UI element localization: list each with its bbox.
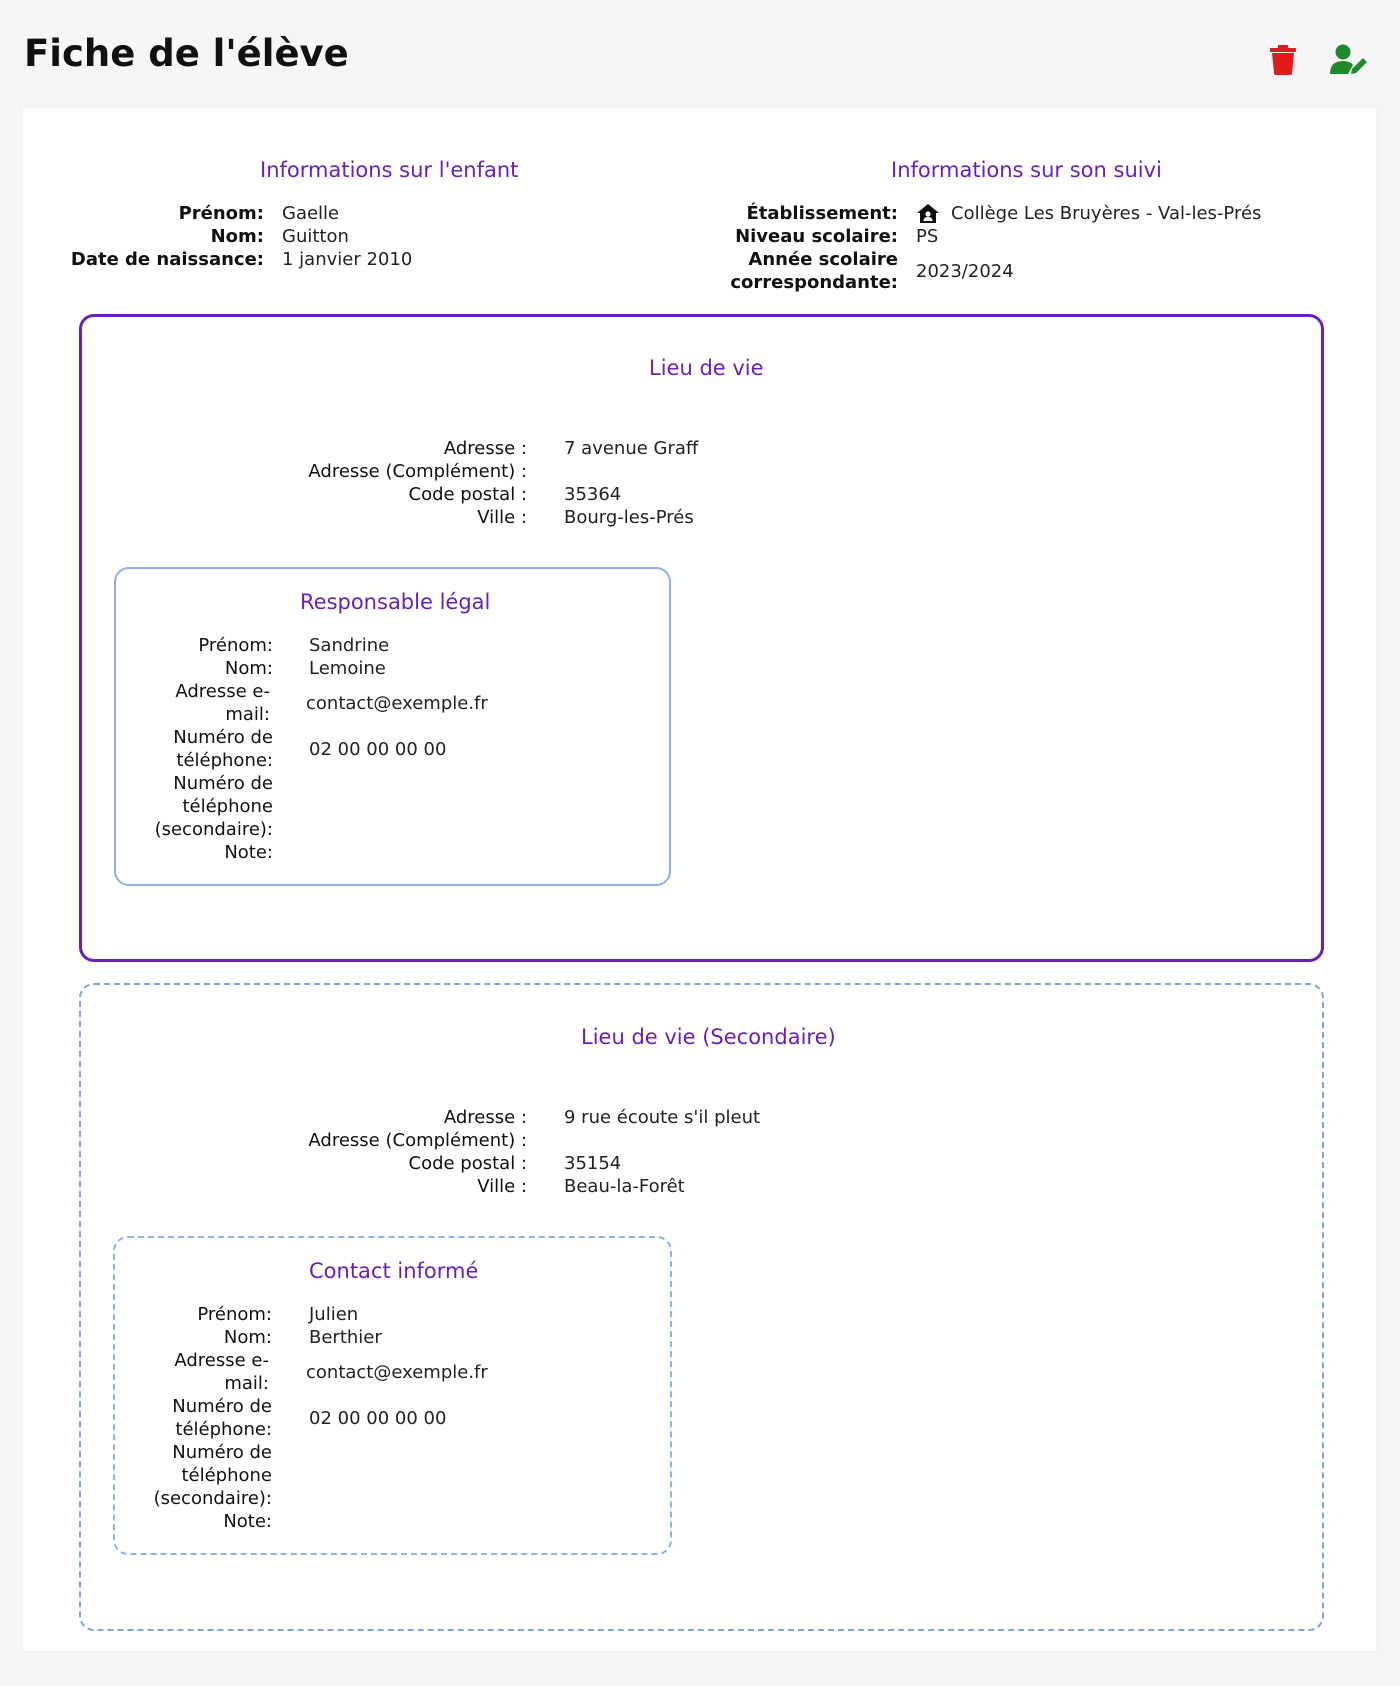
secondary-city-label: Ville :: [477, 1176, 527, 1197]
guardian-phone2-label-1: Numéro de: [173, 773, 273, 794]
secondary-residence-box: [79, 983, 1324, 1631]
secondary-city-value: Beau-la-Forêt: [564, 1176, 685, 1197]
contact-note-label: Note:: [223, 1511, 272, 1532]
school-label: Établissement:: [746, 203, 899, 224]
guardian-lastname-label: Nom:: [224, 658, 273, 679]
primary-residence-title: Lieu de vie: [649, 356, 764, 380]
level-label: Niveau scolaire:: [735, 226, 898, 247]
secondary-address-label: Adresse :: [443, 1107, 527, 1128]
contact-email-label-1: Adresse e-: [174, 1350, 269, 1371]
child-birthdate-value: 1 janvier 2010: [282, 249, 413, 270]
secondary-residence-title: Lieu de vie (Secondaire): [581, 1025, 836, 1049]
trash-icon: [1270, 45, 1296, 75]
guardian-firstname-label: Prénom:: [198, 635, 273, 656]
secondary-postal-value: 35154: [564, 1153, 622, 1174]
contact-firstname-label: Prénom:: [197, 1304, 272, 1325]
primary-city-label: Ville :: [477, 507, 527, 528]
school-value[interactable]: Collège Les Bruyères - Val-les-Prés: [951, 203, 1262, 224]
contact-email-label-2: mail:: [224, 1373, 269, 1394]
guardian-firstname-value: Sandrine: [309, 635, 390, 656]
guardian-email-value[interactable]: contact@exemple.fr: [306, 693, 488, 714]
child-firstname-label: Prénom:: [178, 203, 264, 224]
child-lastname-label: Nom:: [210, 226, 264, 247]
secondary-complement-label: Adresse (Complément) :: [308, 1130, 527, 1151]
primary-city-value: Bourg-les-Prés: [564, 507, 694, 528]
contact-firstname-value: Julien: [309, 1304, 359, 1325]
secondary-address-value: 9 rue écoute s'il pleut: [564, 1107, 761, 1128]
contact-phone2-label-3: (secondaire):: [153, 1488, 272, 1509]
contact-phone-label-1: Numéro de: [172, 1396, 272, 1417]
child-info-title: Informations sur l'enfant: [260, 158, 519, 182]
follow-info-title: Informations sur son suivi: [891, 158, 1162, 182]
child-lastname-value: Guitton: [282, 226, 349, 247]
contact-lastname-value: Berthier: [309, 1327, 382, 1348]
user-edit-icon: [1330, 44, 1367, 74]
primary-address-label: Adresse :: [443, 438, 527, 459]
contact-email-value[interactable]: contact@exemple.fr: [306, 1362, 488, 1383]
year-value: 2023/2024: [916, 261, 1014, 282]
guardian-lastname-value: Lemoine: [309, 658, 386, 679]
guardian-note-label: Note:: [224, 842, 273, 863]
contact-phone-value[interactable]: 02 00 00 00 00: [309, 1408, 447, 1429]
contact-phone2-label-2: téléphone: [181, 1465, 272, 1486]
page-title: Fiche de l'élève: [24, 32, 349, 75]
primary-postal-value: 35364: [564, 484, 622, 505]
contact-phone-label-2: téléphone:: [175, 1419, 272, 1440]
year-label-line1: Année scolaire: [748, 249, 898, 270]
primary-residence-box: [79, 314, 1324, 962]
edit-student-button[interactable]: [1329, 40, 1369, 80]
guardian-phone-label-2: téléphone:: [176, 750, 273, 771]
contact-lastname-label: Nom:: [223, 1327, 272, 1348]
guardian-phone-value[interactable]: 02 00 00 00 00: [309, 739, 447, 760]
page-header: Fiche de l'élève: [0, 0, 1400, 118]
primary-address-value: 7 avenue Graff: [564, 438, 699, 459]
secondary-postal-label: Code postal :: [408, 1153, 528, 1174]
year-label-line2: correspondante:: [730, 272, 898, 293]
primary-complement-label: Adresse (Complément) :: [308, 461, 527, 482]
guardian-phone-label-1: Numéro de: [173, 727, 273, 748]
child-firstname-value: Gaelle: [282, 203, 340, 224]
legal-guardian-box: [114, 567, 671, 886]
legal-guardian-title: Responsable légal: [300, 590, 491, 614]
child-birthdate-label: Date de naissance:: [70, 249, 264, 270]
informed-contact-box: [113, 1236, 672, 1555]
contact-phone2-label-1: Numéro de: [172, 1442, 272, 1463]
student-card: [23, 108, 1376, 1651]
guardian-phone2-label-2: téléphone: [182, 796, 273, 817]
primary-postal-label: Code postal :: [408, 484, 528, 505]
house-user-icon: [917, 204, 939, 223]
guardian-phone2-label-3: (secondaire):: [154, 819, 273, 840]
level-value: PS: [916, 226, 939, 247]
delete-button[interactable]: [1263, 40, 1303, 80]
guardian-email-label-1: Adresse e-: [175, 681, 270, 702]
informed-contact-title: Contact informé: [309, 1259, 479, 1283]
guardian-email-label-2: mail:: [225, 704, 270, 725]
